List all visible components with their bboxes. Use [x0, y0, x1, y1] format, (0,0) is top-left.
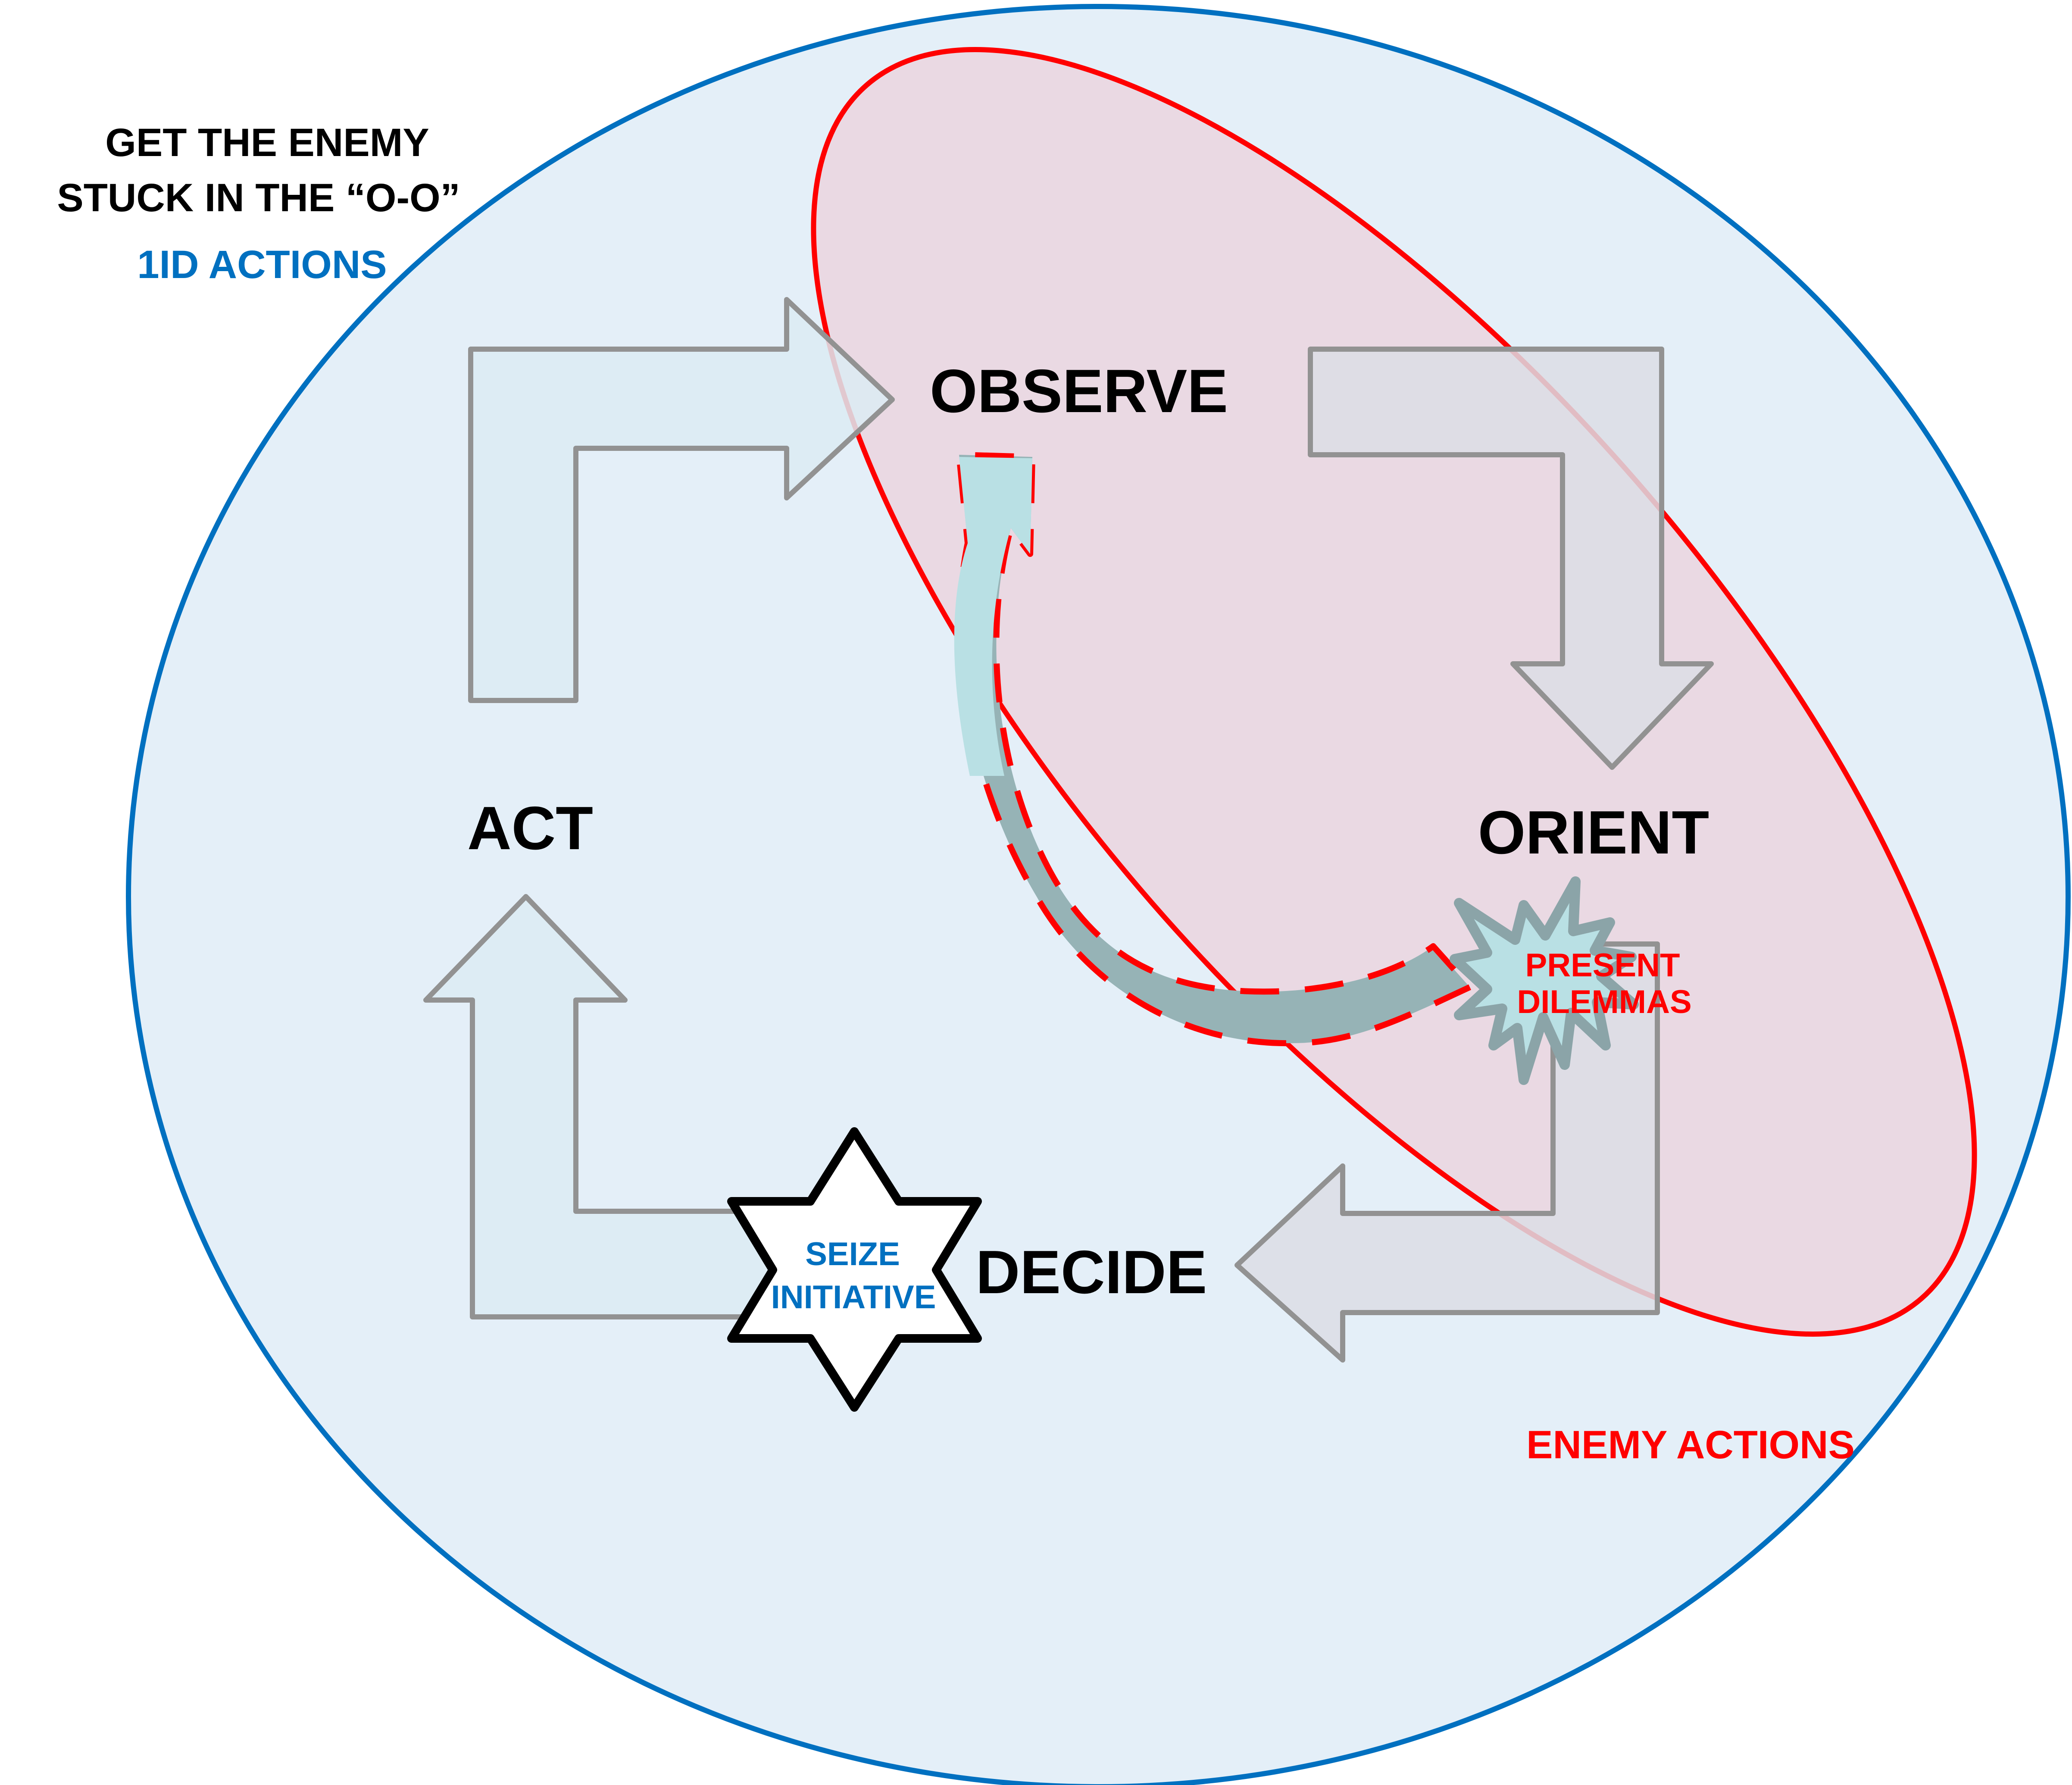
decide-label: DECIDE — [976, 1238, 1207, 1307]
act-to-observe-arrow — [468, 297, 895, 703]
decide-to-act-arrow — [423, 894, 834, 1319]
act-label: ACT — [467, 794, 593, 863]
present-dilemmas-line-1: PRESENT — [1525, 947, 1680, 984]
seize-initiative-star — [727, 1127, 982, 1412]
enemy-actions-label: ENEMY ACTIONS — [1526, 1423, 1855, 1467]
observe-label: OBSERVE — [930, 357, 1228, 425]
title-line-1: GET THE ENEMY — [105, 121, 429, 165]
seize-initiative-line-2: INITIATIVE — [771, 1279, 936, 1316]
present-dilemmas-line-2: DILEMMAS — [1517, 984, 1691, 1020]
friendly-actions-label: 1ID ACTIONS — [137, 243, 387, 287]
observe-to-orient-arrow — [1308, 347, 1714, 770]
seize-initiative-line-1: SEIZE — [805, 1236, 900, 1272]
orient-to-decide-arrow — [1234, 941, 1660, 1363]
orient-label: ORIENT — [1478, 798, 1709, 867]
title-line-2: STUCK IN THE “O-O” — [57, 176, 460, 220]
present-dilemmas-starburst — [1450, 876, 1639, 1085]
shortcut-arrow-upper-tint — [954, 457, 1032, 776]
